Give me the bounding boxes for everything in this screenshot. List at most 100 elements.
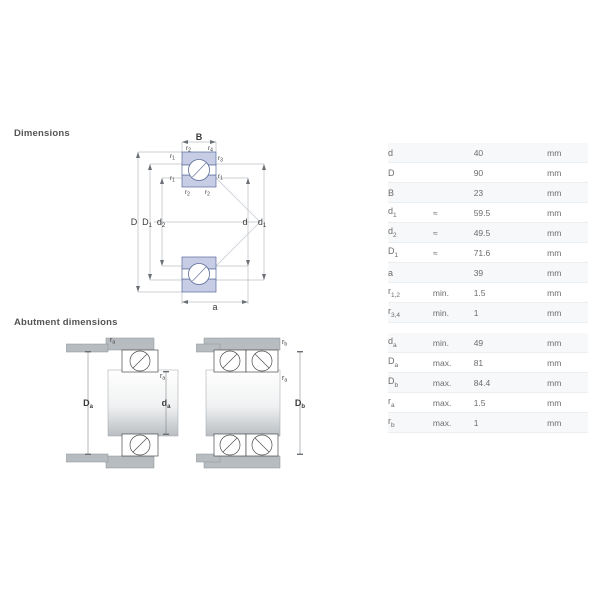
label-r1-upper-left: r1 [170,153,175,162]
cell-symbol: B [388,182,433,203]
cell-symbol: D1 [388,242,433,263]
abutment-single-bearing-drawing: Da da ra ra [66,328,206,478]
cell-value: 90 [473,162,548,183]
cell-value: 81 [473,352,548,373]
cell-unit: mm [547,372,588,393]
cell-unit: mm [547,222,588,243]
cell-symbol: Db [388,372,433,393]
cell-symbol: d1 [388,202,433,223]
cell-value: 1.5 [473,392,548,413]
cell-unit: mm [547,352,588,373]
cell-value: 40 [473,143,548,163]
cell-unit: mm [547,282,588,303]
cell-qualifier: ≈ [432,202,474,223]
cell-value: 39 [473,262,548,283]
cell-value: 1 [473,412,548,433]
label-d1: d1 [258,217,267,229]
label-da: da [162,398,172,410]
label-Db: Db [295,398,306,410]
cell-symbol: rb [388,412,433,433]
label-D: D [131,217,138,227]
cell-unit: mm [547,412,588,433]
cell-qualifier: min. [432,282,474,303]
cell-qualifier [432,162,474,183]
cell-qualifier: max. [432,392,474,413]
cell-symbol: da [388,333,433,353]
label-d2: d2 [157,217,166,229]
section-heading-dimensions: Dimensions [14,128,70,139]
cell-qualifier: ≈ [432,242,474,263]
section-heading-abutment-dimensions: Abutment dimensions [14,317,118,328]
cell-symbol: d [388,143,433,163]
cell-qualifier [432,143,474,163]
cell-unit: mm [547,182,588,203]
cell-value: 71.6 [473,242,548,263]
bearing-cross-section-drawing: B D D1 d2 d d1 a r2 r4 r1 r3 r1 r1 r2 r2 [120,132,290,312]
label-B: B [196,132,203,142]
cell-unit: mm [547,302,588,323]
cell-unit: mm [547,392,588,413]
cell-symbol: Da [388,352,433,373]
label-D1: D1 [142,217,153,229]
cell-unit: mm [547,162,588,183]
label-r2-inner-left: r2 [185,189,190,198]
cell-qualifier: max. [432,412,474,433]
label-Da: Da [83,398,94,410]
cell-qualifier: max. [432,372,474,393]
cell-unit: mm [547,262,588,283]
label-r1-lower-right: r1 [218,173,223,182]
label-r2-inner-right: r2 [205,189,210,198]
cell-value: 59.5 [473,202,548,223]
cell-qualifier: max. [432,352,474,373]
cell-unit: mm [547,143,588,163]
label-ra-housing: ra [110,337,115,346]
cell-symbol: r3,4 [388,302,433,323]
cell-symbol: r1,2 [388,282,433,303]
cell-unit: mm [547,242,588,263]
cell-value: 49 [473,333,548,353]
label-r2-top-left: r2 [186,145,191,154]
cell-qualifier: min. [432,302,474,323]
abutment-paired-bearing-drawing: Db rb ra [196,328,336,478]
cell-value: 84.4 [473,372,548,393]
label-r4-top-right: r4 [208,145,213,154]
cell-symbol: a [388,262,433,283]
cell-symbol: d2 [388,222,433,243]
cell-value: 49.5 [473,222,548,243]
label-ra-shaft-right: ra [282,375,287,384]
label-d: d [242,217,247,227]
cell-symbol: D [388,162,433,183]
label-r1-lower-left: r1 [170,175,175,184]
cell-unit: mm [547,202,588,223]
cell-qualifier [432,262,474,283]
cell-value: 1 [473,302,548,323]
label-ra-shaft: ra [160,373,165,382]
cell-unit: mm [547,333,588,353]
cell-symbol: ra [388,392,433,413]
cell-value: 1.5 [473,282,548,303]
label-a: a [212,302,217,312]
cell-qualifier: ≈ [432,222,474,243]
cell-value: 23 [473,182,548,203]
cell-qualifier [432,182,474,203]
cell-qualifier: min. [432,333,474,353]
label-r3-upper-right: r3 [218,155,223,164]
